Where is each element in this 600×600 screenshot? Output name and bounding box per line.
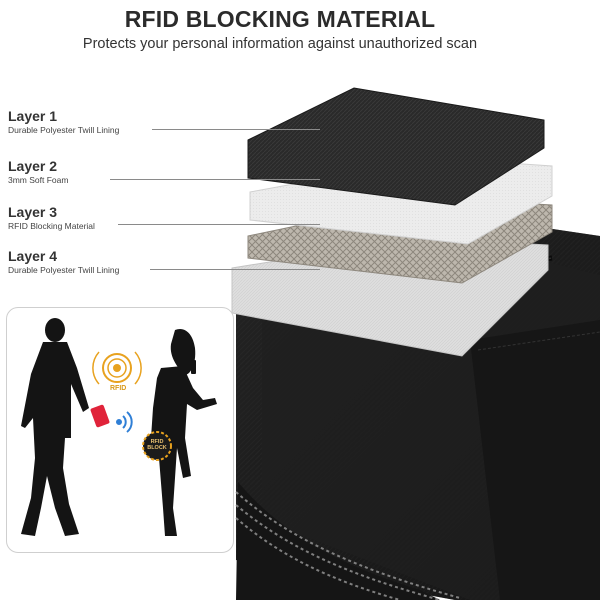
layer-4-name: Layer 4 (8, 248, 58, 264)
rfid-skimming-inset: RFID RFID BLOCK (6, 307, 234, 553)
layer-1-description: Durable Polyester Twill Lining (8, 125, 120, 135)
layer-3-name: Layer 3 (8, 204, 58, 220)
woman-silhouette (151, 328, 217, 536)
layer-4-description: Durable Polyester Twill Lining (8, 265, 120, 275)
rfid-blocked-label-line1: RFID (150, 439, 164, 445)
page-subtitle: Protects your personal information again… (82, 36, 478, 52)
silhouettes-illustration (21, 318, 217, 536)
layer-2-description: 3mm Soft Foam (8, 175, 69, 185)
layer-3-leader (118, 224, 320, 225)
rfid-blocked-badge (142, 431, 172, 461)
rfid-signal-label: RFID (110, 385, 127, 392)
layer-4-leader (150, 269, 320, 270)
layer-4-label: Layer 4 Durable Polyester Twill Lining (8, 248, 119, 276)
layer-2-label: Layer 2 3mm Soft Foam (8, 158, 68, 186)
rfid-signal-badge (92, 351, 142, 385)
signal-icon (116, 411, 133, 433)
layer-1-leader (152, 129, 320, 130)
layer-3-description: RFID Blocking Material (8, 221, 95, 231)
layer-1-name: Layer 1 (8, 108, 58, 124)
layer-3-label: Layer 3 RFID Blocking Material (8, 204, 95, 232)
layer-2-leader (110, 179, 320, 180)
layer-2-name: Layer 2 (8, 158, 58, 174)
layer-1-sheet (247, 87, 545, 206)
man-silhouette (21, 318, 89, 536)
layer-1-label: Layer 1 Durable Polyester Twill Lining (8, 108, 119, 136)
rfid-blocked-label: RFID BLOCK (147, 439, 167, 451)
rfid-blocked-label-line2: BLOCK (147, 445, 167, 451)
red-card (90, 404, 110, 428)
page-title: RFID BLOCKING MATERIAL (124, 6, 436, 32)
